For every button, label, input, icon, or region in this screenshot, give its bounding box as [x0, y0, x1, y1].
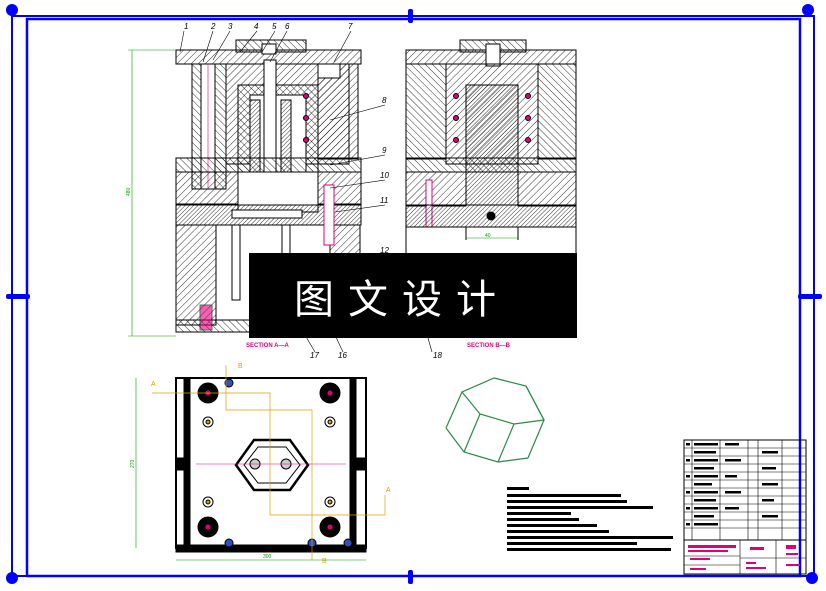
cavity-width-value: 40 — [485, 233, 491, 239]
cut-markers: A A B B — [151, 363, 391, 565]
section-b-view — [405, 39, 577, 258]
plan-view — [175, 377, 367, 553]
frame-grip-bottom-mid[interactable] — [408, 570, 413, 584]
cut-lines — [152, 365, 386, 560]
part-6: 6 — [285, 22, 290, 31]
frame-grip-bottom-left[interactable] — [6, 572, 18, 584]
isometric-part-view — [445, 377, 545, 463]
frame-grip-top-mid[interactable] — [408, 9, 413, 23]
drawing-frame — [6, 4, 822, 584]
front-height-dimension — [128, 49, 176, 337]
part-7: 7 — [348, 22, 353, 31]
frame-grip-bottom-right[interactable] — [806, 572, 818, 584]
technical-notes-block — [507, 487, 673, 551]
watermark-text: 图文设计 — [294, 277, 510, 323]
plan-width-value: 300 — [263, 554, 272, 560]
section-a-label: SECTION A—A — [246, 343, 289, 349]
part-16: 16 — [338, 351, 347, 360]
part-9: 9 — [382, 146, 387, 155]
cut-marker-b2: B — [322, 558, 327, 565]
part-10: 10 — [380, 171, 389, 180]
title-block-cells — [686, 443, 778, 526]
plan-height-value: 270 — [130, 459, 136, 468]
section-a-view — [175, 39, 362, 333]
part-17: 17 — [310, 351, 319, 360]
section-b-label: SECTION B—B — [467, 343, 511, 349]
part-1: 1 — [184, 22, 188, 31]
frame-grip-top-right[interactable] — [802, 4, 814, 16]
part-3: 3 — [228, 22, 233, 31]
part-8: 8 — [382, 96, 387, 105]
cut-marker-a1: A — [151, 381, 156, 388]
frame-grip-left-mid[interactable] — [6, 294, 30, 299]
cut-marker-b1: B — [238, 363, 243, 370]
part-4: 4 — [254, 22, 259, 31]
frame-grip-top-left[interactable] — [6, 4, 18, 16]
part-12: 12 — [380, 246, 389, 255]
part-5: 5 — [272, 22, 277, 31]
plan-dimensions — [135, 378, 366, 561]
part-18: 18 — [433, 351, 442, 360]
part-2: 2 — [210, 22, 216, 31]
title-block — [683, 439, 807, 575]
cut-marker-a2: A — [386, 487, 391, 494]
watermark-banner: 图文设计 — [249, 253, 577, 338]
frame-grip-right-mid[interactable] — [798, 294, 822, 299]
front-height-value: 480 — [126, 187, 132, 196]
part-11: 11 — [380, 196, 388, 205]
part-number-text: 1 2 3 4 5 6 7 8 9 10 11 12 17 16 18 — [184, 22, 442, 360]
title-block-magenta — [688, 545, 800, 570]
